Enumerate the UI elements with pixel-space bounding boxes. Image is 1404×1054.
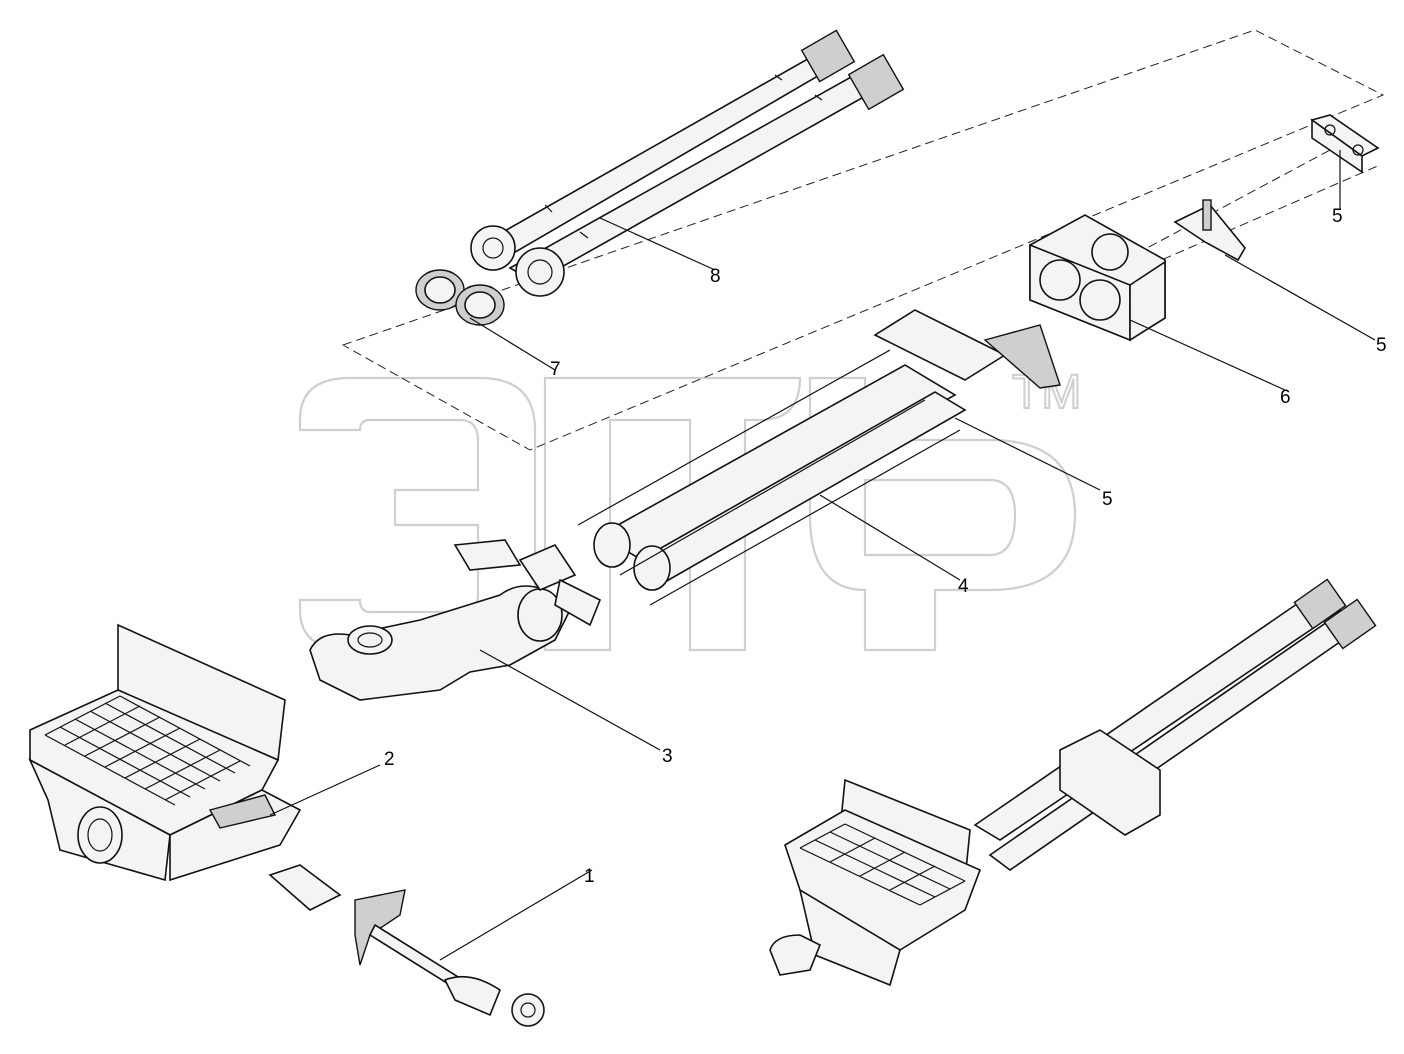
part-8-twin-cylinders [470, 29, 905, 297]
part-5-bracket [1173, 199, 1246, 262]
callout-7: 7 [550, 359, 561, 380]
callout-1: 1 [584, 866, 595, 887]
assembled-grate-grid [799, 823, 966, 906]
callout-5-lower: 5 [1102, 489, 1113, 510]
grate-grid [44, 695, 251, 806]
part-6-housing-block [1029, 214, 1166, 342]
part-5-plate [1310, 114, 1380, 174]
callout-4: 4 [958, 576, 969, 597]
leader-lines [269, 150, 1376, 961]
part-1-control-shaft [268, 864, 545, 1027]
callout-3: 3 [662, 746, 673, 767]
callout-labels: 1 2 3 4 5 5 5 6 7 8 [384, 206, 1387, 887]
callout-2: 2 [384, 749, 395, 770]
callout-6: 6 [1280, 387, 1291, 408]
callout-5-plate: 5 [1332, 206, 1343, 227]
callout-5-bracket: 5 [1376, 335, 1387, 356]
callout-8: 8 [710, 266, 721, 287]
assembled-unit [769, 578, 1377, 987]
part-7-seal-rings [415, 269, 505, 326]
part-2-grated-body [28, 623, 302, 882]
part-4-telescopic-tubes [577, 309, 1061, 606]
part-3-valve-assembly [309, 539, 602, 701]
